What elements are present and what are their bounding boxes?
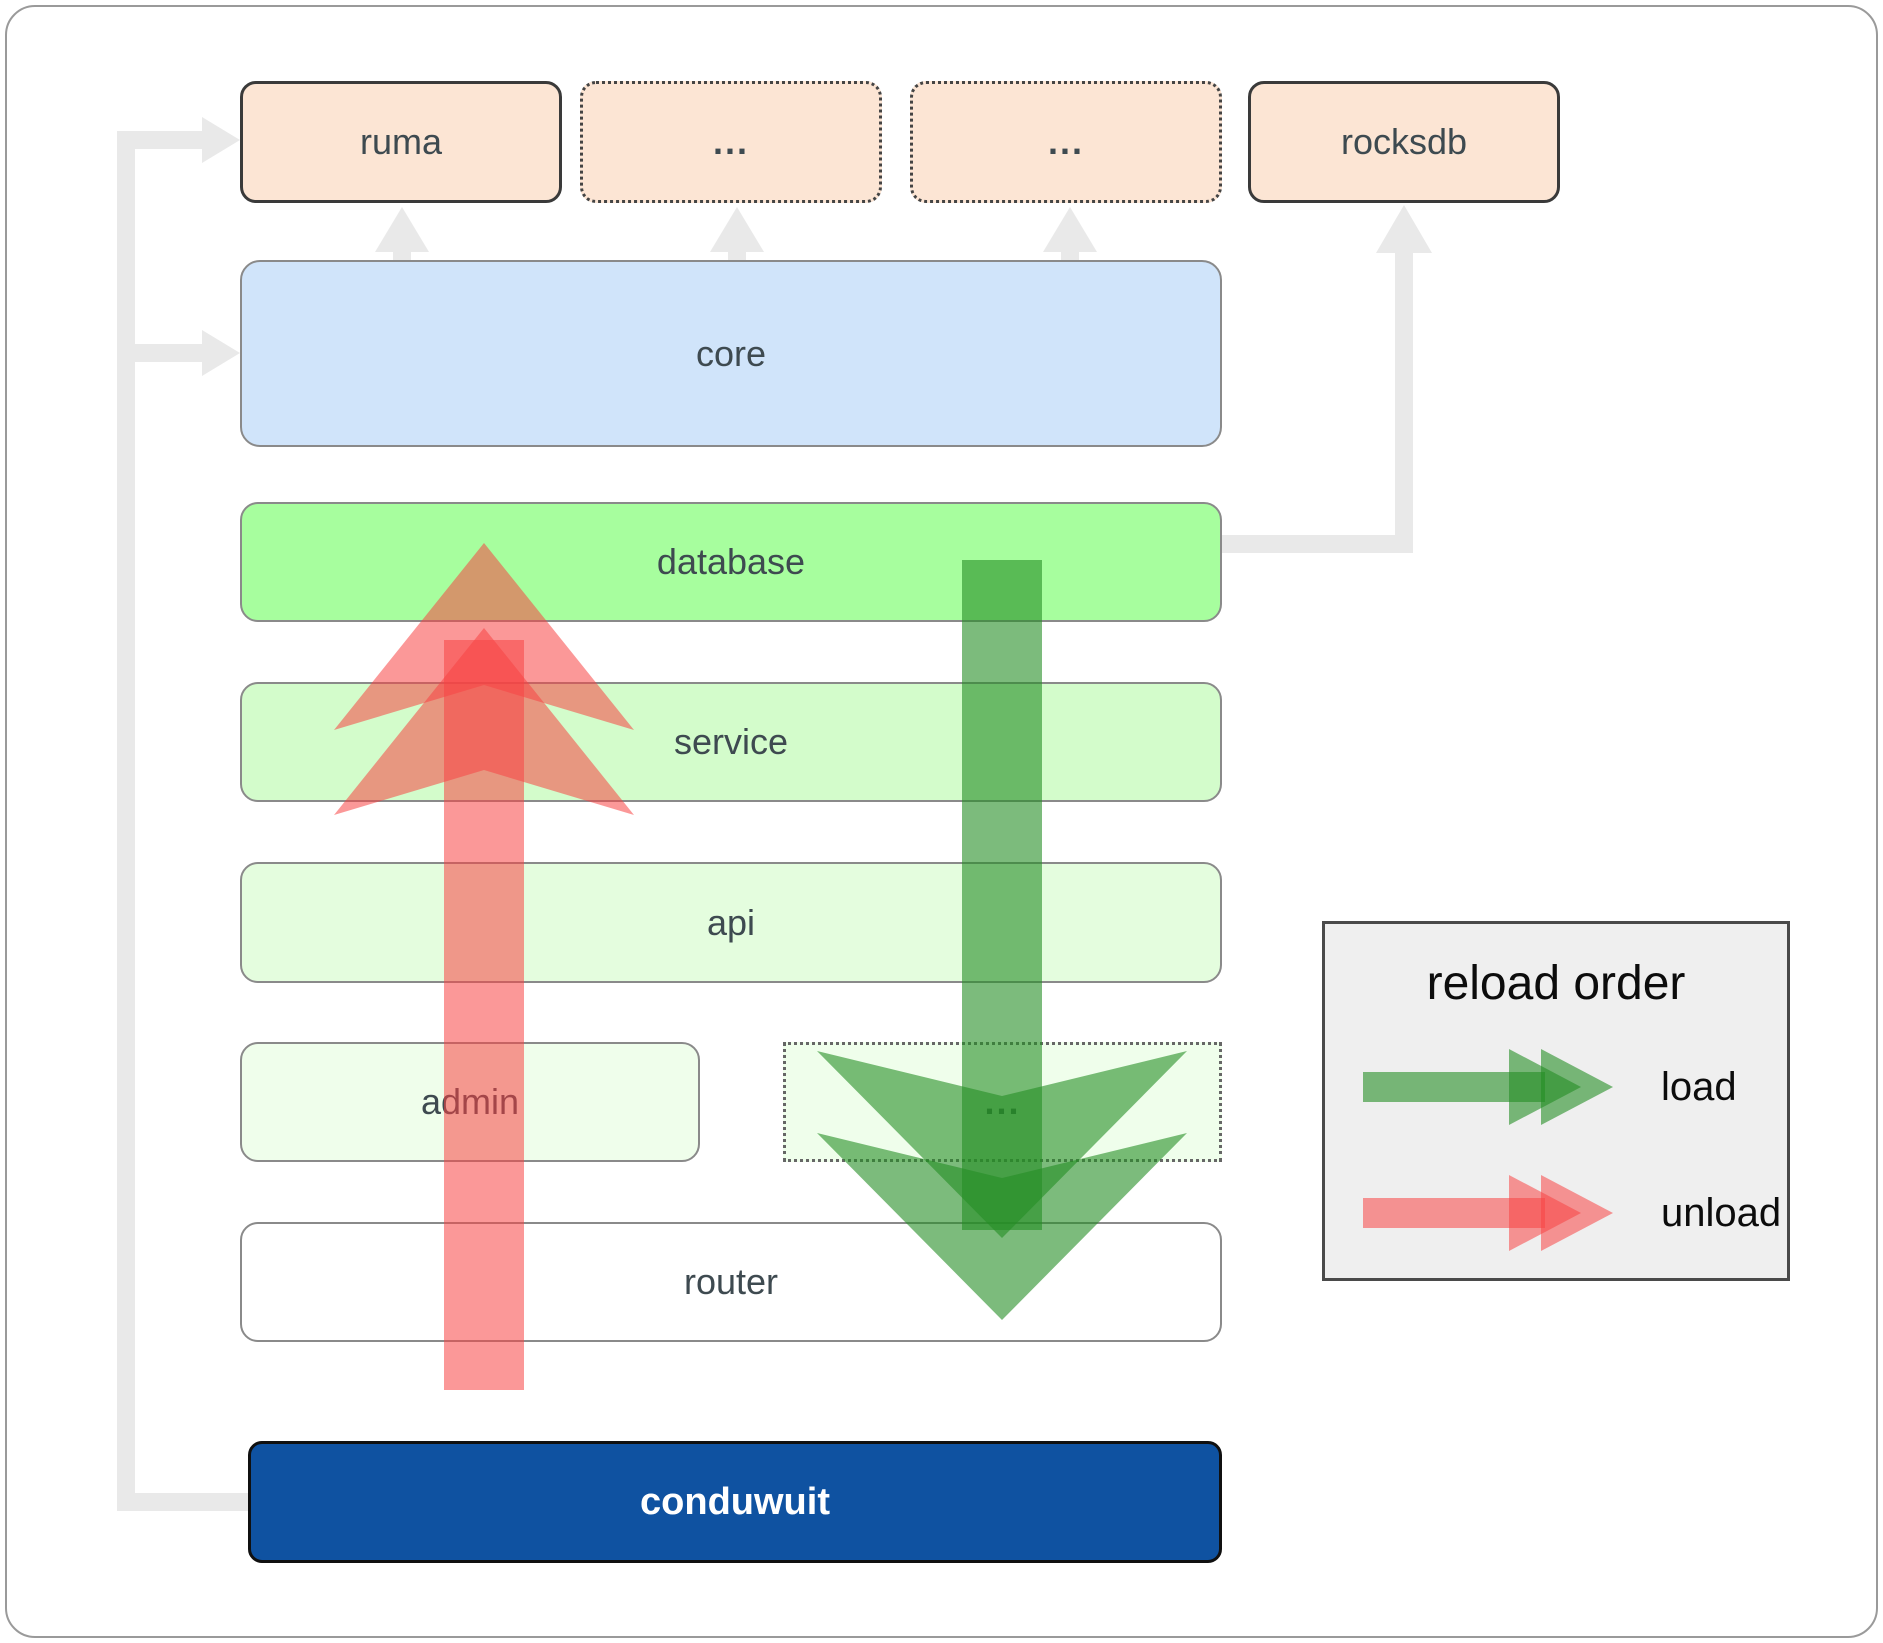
node-rocksdb: rocksdb: [1248, 81, 1560, 203]
node-conduwuit-label: conduwuit: [640, 1480, 830, 1523]
node-ellipsis-1: ...: [580, 81, 882, 203]
node-core: core: [240, 260, 1222, 447]
legend-title: reload order: [1426, 957, 1686, 1010]
diagram-border: [5, 5, 1878, 1638]
node-ellipsis-1-label: ...: [712, 121, 749, 162]
node-database-label: database: [656, 541, 806, 582]
node-admin-label: admin: [420, 1081, 520, 1122]
node-api-label: api: [706, 901, 756, 943]
legend-row-load: load: [1325, 1037, 1787, 1137]
load-arrow-icon: [1363, 1049, 1613, 1125]
node-admin: admin: [240, 1042, 700, 1162]
node-router-label: router: [683, 1261, 779, 1302]
unload-arrow-icon: [1363, 1175, 1613, 1251]
node-ellipsis-2: ...: [910, 81, 1222, 203]
legend-row-unload: unload: [1325, 1163, 1787, 1263]
legend-label-unload: unload: [1661, 1190, 1782, 1235]
node-core-label: core: [695, 332, 767, 374]
node-ruma-label: ruma: [359, 121, 443, 162]
legend-label-load: load: [1661, 1064, 1737, 1109]
node-rocksdb-label: rocksdb: [1340, 121, 1468, 162]
node-service-label: service: [673, 721, 789, 762]
legend-reload-order: reload order load unload: [1322, 921, 1790, 1281]
node-service: service: [240, 682, 1222, 802]
node-router: router: [240, 1222, 1222, 1342]
node-api: api: [240, 862, 1222, 983]
node-ellipsis-3: ...: [783, 1042, 1222, 1162]
node-conduwuit: conduwuit: [248, 1441, 1222, 1563]
node-database: database: [240, 502, 1222, 622]
node-ruma: ruma: [240, 81, 562, 203]
node-ellipsis-2-label: ...: [1047, 121, 1084, 162]
node-ellipsis-3-label: ...: [984, 1081, 1021, 1122]
